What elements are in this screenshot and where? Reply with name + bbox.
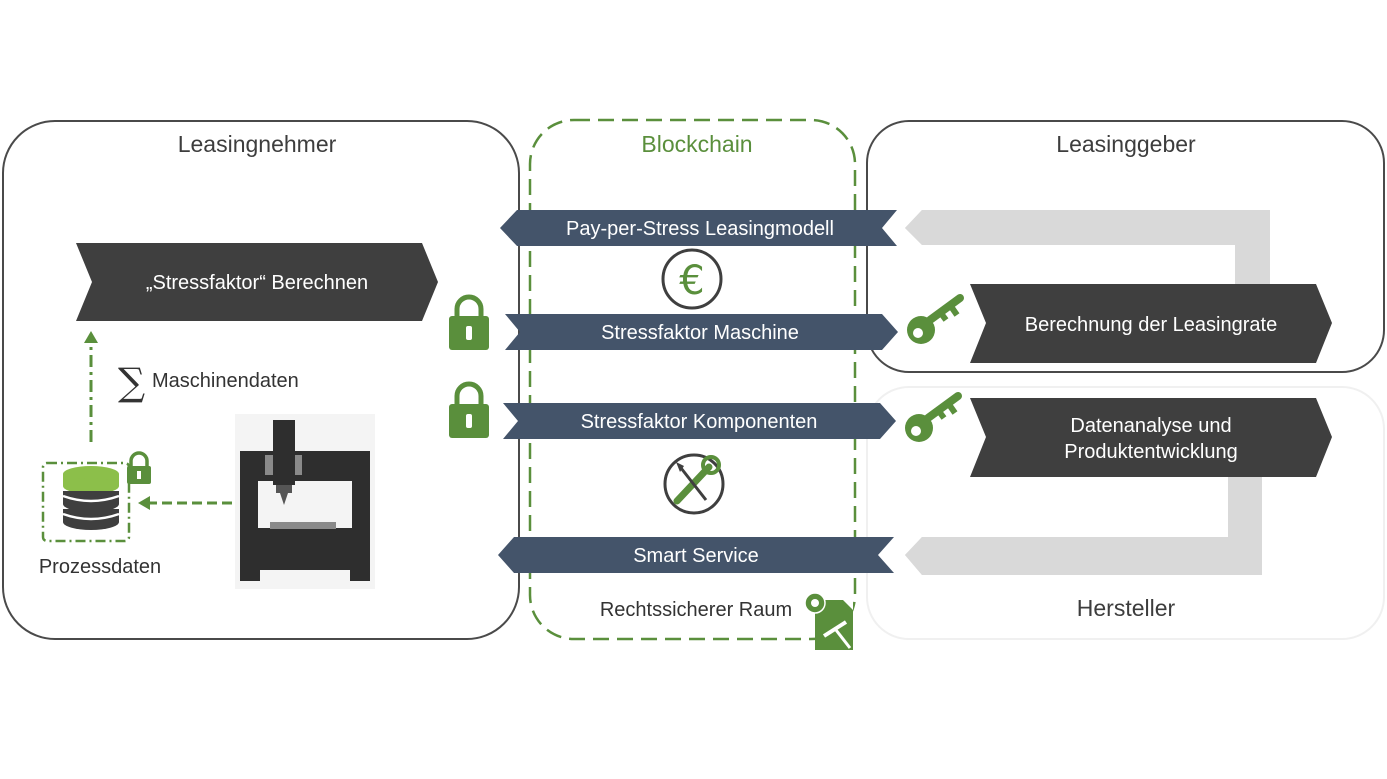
key-icon-leasingrate xyxy=(907,294,964,344)
svg-text:€: € xyxy=(679,258,704,304)
prozessdaten-label: Prozessdaten xyxy=(39,556,161,578)
band-stressfaktor-komponenten xyxy=(503,403,896,439)
wrench-icon xyxy=(663,453,725,515)
database-lock-icon xyxy=(127,451,151,484)
machine-to-database-arrow xyxy=(138,496,232,510)
hersteller-title: Hersteller xyxy=(1077,595,1176,621)
blockchain-title: Blockchain xyxy=(641,131,752,157)
leasingnehmer-title: Leasingnehmer xyxy=(178,131,337,157)
berechnung-leasingrate-box xyxy=(970,284,1332,363)
key-icon-datenanalyse xyxy=(905,392,962,442)
band-smart-service-label: Smart Service xyxy=(633,545,759,567)
stressfaktor-berechnen-label: „Stressfaktor“ Berechnen xyxy=(146,272,368,294)
datenanalyse-box xyxy=(970,398,1332,477)
band-pay-per-stress xyxy=(500,210,897,246)
lock-icon-komponenten xyxy=(449,381,489,438)
lock-icon-maschine xyxy=(449,294,489,350)
band-smart-service xyxy=(498,537,894,573)
datenanalyse-label-line2: Produktentwicklung xyxy=(1064,441,1237,463)
rechtssicherer-raum-label: Rechtssicherer Raum xyxy=(600,599,792,621)
band-stressfaktor-komponenten-label: Stressfaktor Komponenten xyxy=(581,411,818,433)
upward-data-arrow xyxy=(84,331,98,442)
berechnung-leasingrate-label: Berechnung der Leasingrate xyxy=(1025,314,1277,336)
sum-icon: ∑ xyxy=(118,360,145,404)
certificate-icon xyxy=(804,592,853,650)
euro-icon: € xyxy=(661,248,723,310)
stressfaktor-berechnen-box xyxy=(76,243,438,321)
datenanalyse-label-line1: Datenanalyse und xyxy=(1070,415,1231,437)
return-flow-top-overlay xyxy=(905,210,1270,285)
leasinggeber-panel xyxy=(866,120,1385,373)
machine-icon xyxy=(235,414,375,589)
blockchain-region xyxy=(528,118,857,641)
hersteller-panel xyxy=(866,386,1385,640)
band-stressfaktor-maschine xyxy=(505,314,898,350)
maschinendaten-label: Maschinendaten xyxy=(152,370,299,392)
database-icon xyxy=(62,466,120,530)
return-flow-bottom-overlay xyxy=(905,450,1262,575)
band-stressfaktor-maschine-label: Stressfaktor Maschine xyxy=(601,322,799,344)
band-pay-per-stress-label: Pay-per-Stress Leasingmodell xyxy=(566,218,834,240)
leasinggeber-title: Leasinggeber xyxy=(1056,131,1196,157)
